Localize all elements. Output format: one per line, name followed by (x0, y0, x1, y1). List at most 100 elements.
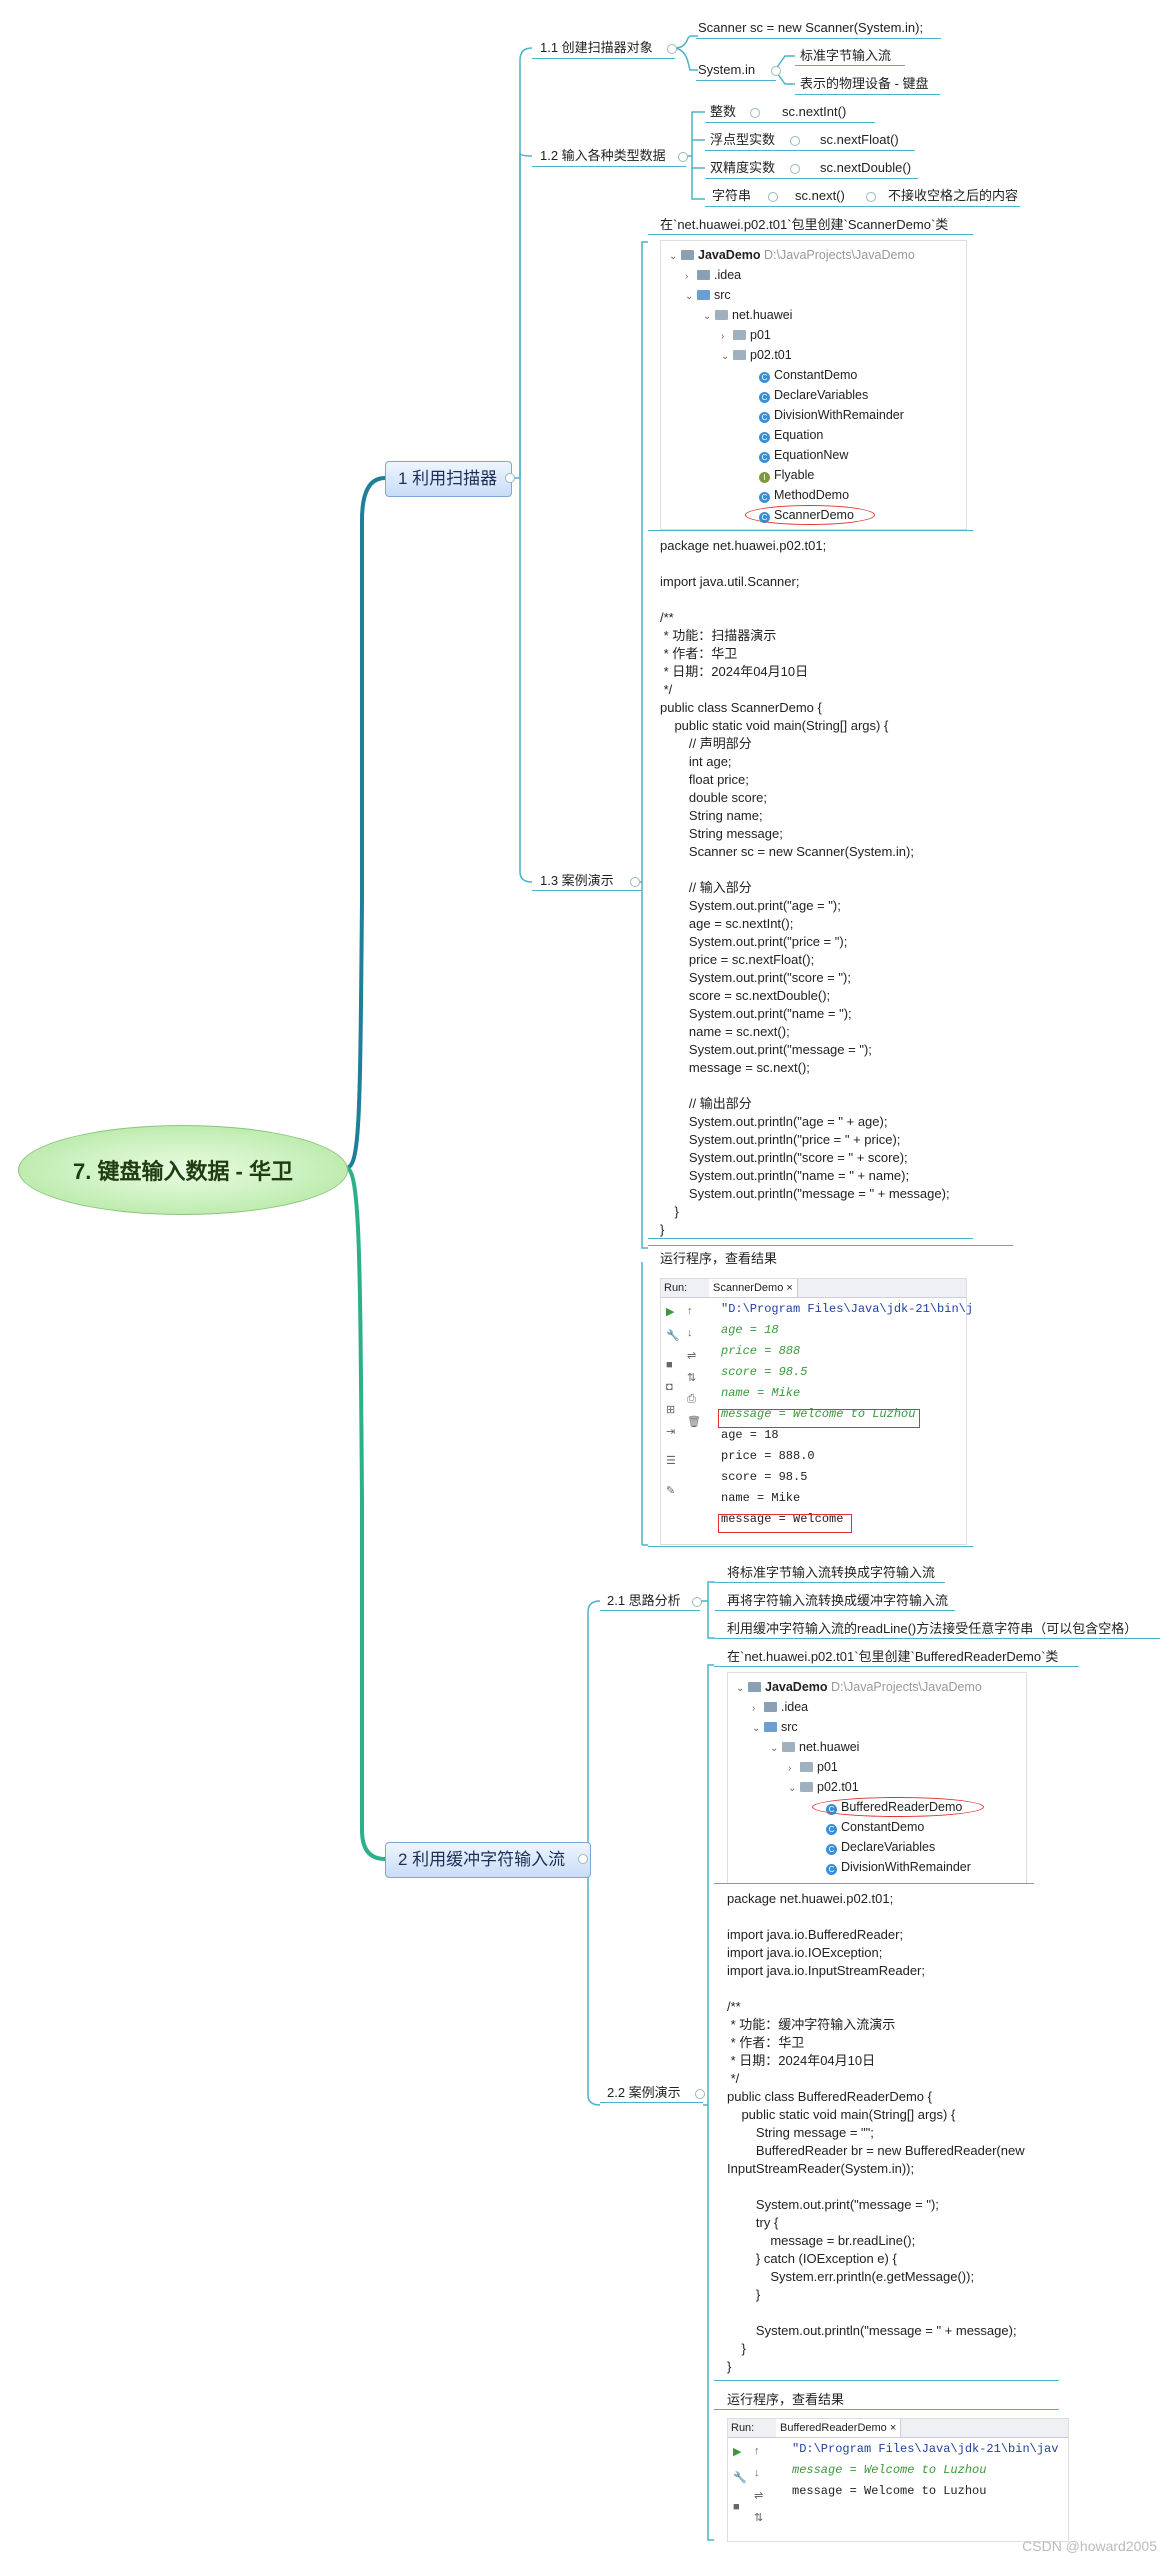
wrench-icon[interactable]: 🔧 (666, 1330, 680, 1342)
exit-icon[interactable]: ⇥ (666, 1426, 676, 1438)
root-topic[interactable]: 7. 键盘输入数据 - 华卫 (18, 1125, 348, 1215)
collapse-toggle[interactable] (750, 108, 760, 118)
underline (648, 530, 973, 531)
method-nextdouble[interactable]: sc.nextDouble() (820, 160, 912, 175)
method-next[interactable]: sc.next() (795, 188, 845, 203)
subtopic-input-types[interactable]: 1.2 输入各种类型数据 (540, 148, 666, 163)
trash-icon[interactable]: 🗑 (687, 1416, 701, 1428)
analysis-step-1[interactable]: 将标准字节输入流转换成字符输入流 (727, 1565, 936, 1580)
tree-p02[interactable]: ⌄p02.t01 (788, 1780, 859, 1794)
method-nextint[interactable]: sc.nextInt() (782, 104, 847, 119)
tree-idea[interactable]: ›.idea (752, 1700, 809, 1714)
subtopic-case-demo[interactable]: 1.3 案例演示 (540, 873, 614, 888)
collapse-toggle[interactable] (771, 66, 781, 76)
branch-buffered-reader[interactable]: 2 利用缓冲字符输入流 (385, 1842, 591, 1878)
subtopic-analysis[interactable]: 2.1 思路分析 (607, 1593, 681, 1608)
run-label: Run: (731, 2422, 755, 2434)
branch-scanner[interactable]: 1 利用扫描器 (385, 461, 512, 497)
camera-icon[interactable]: ◘ (666, 1381, 673, 1393)
topic-std-byte-input[interactable]: 标准字节输入流 (800, 48, 892, 63)
tree-root[interactable]: ⌄JavaDemo D:\JavaProjects\JavaDemo (669, 248, 915, 262)
underline (600, 1610, 700, 1611)
underline (714, 1883, 1034, 1884)
tree-p01[interactable]: ›p01 (788, 1760, 838, 1774)
analysis-step-3[interactable]: 利用缓冲字符输入流的readLine()方法接受任意字符串（可以包含空格） (727, 1621, 1138, 1636)
analysis-step-2[interactable]: 再将字符输入流转换成缓冲字符输入流 (727, 1593, 949, 1608)
note-create-class[interactable]: 在`net.huawei.p02.t01`包里创建`ScannerDemo`类 (660, 217, 949, 232)
type-int[interactable]: 整数 (710, 104, 737, 119)
settings-icon[interactable]: ☰ (666, 1455, 676, 1467)
tree-p01[interactable]: ›p01 (721, 328, 771, 342)
tree-p02[interactable]: ⌄p02.t01 (721, 348, 792, 362)
wrench-icon[interactable]: 🔧 (733, 2472, 747, 2484)
run-tab[interactable]: BufferedReaderDemo × (776, 2419, 902, 2437)
wrap-icon[interactable]: ⇌ (754, 2490, 764, 2502)
tree-idea[interactable]: ›.idea (685, 268, 742, 282)
pin-icon[interactable]: ✎ (666, 1485, 676, 1497)
type-string[interactable]: 字符串 (712, 188, 752, 203)
tree-package[interactable]: ⌄net.huawei (770, 1740, 860, 1754)
topic-system-in[interactable]: System.in (698, 62, 756, 77)
topic-scanner-new[interactable]: Scanner sc = new Scanner(System.in); (698, 20, 924, 35)
type-float[interactable]: 浮点型实数 (710, 132, 776, 147)
run-icon[interactable]: ▶ (733, 2446, 742, 2458)
collapse-toggle[interactable] (790, 136, 800, 146)
note-no-space[interactable]: 不接收空格之后的内容 (888, 188, 1019, 203)
tree-src[interactable]: ⌄src (685, 288, 731, 302)
note-create-class-2[interactable]: 在`net.huawei.p02.t01`包里创建`BufferedReader… (727, 1649, 1059, 1664)
collapse-toggle[interactable] (692, 1597, 702, 1607)
run-tab-bar: Run: BufferedReaderDemo × (728, 2419, 1068, 2438)
note-run-result[interactable]: 运行程序，查看结果 (660, 1251, 778, 1266)
stop-icon[interactable]: ■ (666, 1359, 673, 1371)
collapse-toggle[interactable] (678, 152, 688, 162)
underline (795, 65, 905, 66)
tree-package[interactable]: ⌄net.huawei (703, 308, 793, 322)
print-icon[interactable]: ⎙ (687, 1393, 696, 1405)
type-double[interactable]: 双精度实数 (710, 160, 776, 175)
method-nextfloat[interactable]: sc.nextFloat() (820, 132, 899, 147)
underline (795, 94, 940, 95)
tree-src[interactable]: ⌄src (752, 1720, 798, 1734)
run-tab[interactable]: ScannerDemo × (709, 1279, 798, 1297)
topic-keyboard-device[interactable]: 表示的物理设备 - 键盘 (800, 76, 929, 91)
sort-icon[interactable]: ⇅ (687, 1372, 697, 1384)
note-run-result-2[interactable]: 运行程序，查看结果 (727, 2392, 845, 2407)
underline (880, 206, 1020, 207)
collapse-toggle[interactable] (505, 473, 515, 483)
collapse-toggle[interactable] (790, 164, 800, 174)
run-icon[interactable]: ▶ (666, 1306, 675, 1318)
down-arrow-icon[interactable]: ↓ (754, 2467, 760, 2479)
down-arrow-icon[interactable]: ↓ (687, 1327, 693, 1339)
highlight-box (718, 1514, 852, 1533)
collapse-toggle[interactable] (630, 877, 640, 887)
wrap-icon[interactable]: ⇌ (687, 1350, 697, 1362)
subtopic-create-scanner[interactable]: 1.1 创建扫描器对象 (540, 40, 653, 55)
collapse-toggle[interactable] (578, 1854, 588, 1864)
layout-icon[interactable]: ⊞ (666, 1404, 676, 1416)
collapse-toggle[interactable] (695, 2089, 705, 2099)
up-arrow-icon[interactable]: ↑ (687, 1305, 693, 1317)
highlight-oval (745, 505, 875, 525)
sort-icon[interactable]: ⇅ (754, 2512, 764, 2524)
underline (785, 206, 880, 207)
collapse-toggle[interactable] (667, 44, 677, 54)
subtopic-case-demo-2[interactable]: 2.2 案例演示 (607, 2085, 681, 2100)
underline (648, 234, 973, 235)
underline (705, 206, 785, 207)
collapse-toggle[interactable] (768, 192, 778, 202)
run-output-screenshot: Run: ScannerDemo × ▶ 🔧 ■ ◘ ⊞ ⇥ ☰ ✎ ↑ ↓ ⇌… (660, 1278, 973, 1545)
up-arrow-icon[interactable]: ↑ (754, 2445, 760, 2457)
collapse-toggle[interactable] (866, 192, 876, 202)
stop-icon[interactable]: ■ (733, 2501, 740, 2513)
tree-root[interactable]: ⌄JavaDemo D:\JavaProjects\JavaDemo (736, 1680, 982, 1694)
